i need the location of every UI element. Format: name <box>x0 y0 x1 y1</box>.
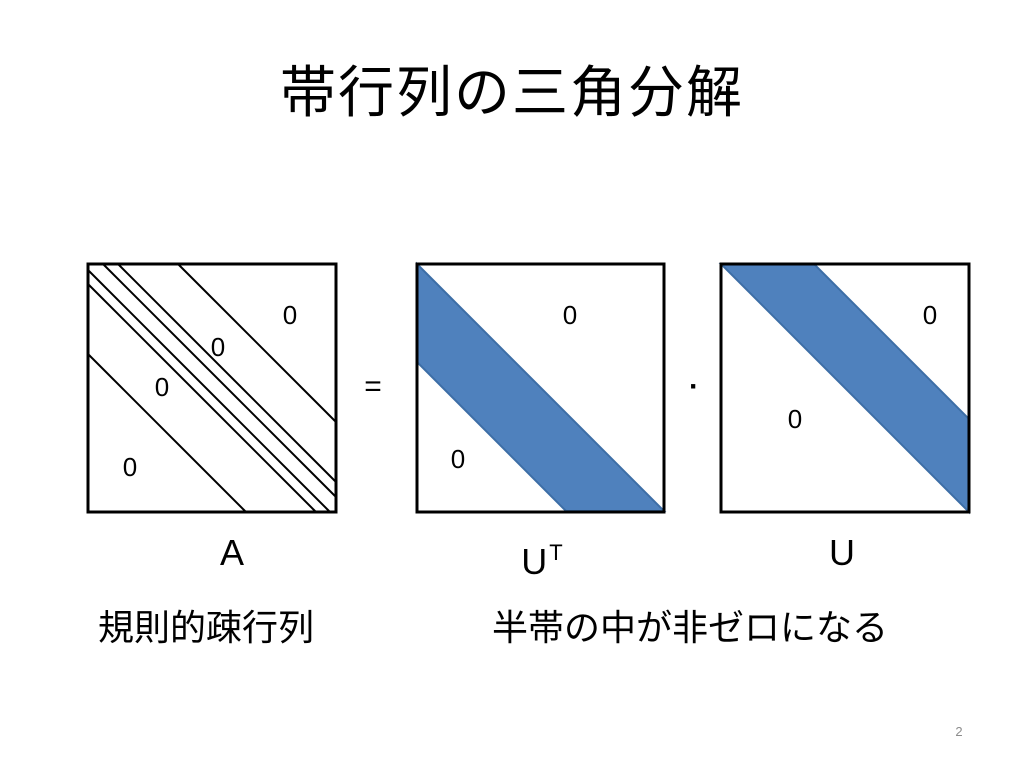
matrix-a-frame <box>86 262 338 514</box>
caption-left: 規則的疎行列 <box>98 608 315 649</box>
caption-right: 半帯の中が非ゼロになる <box>492 608 889 649</box>
matrix-a-diagonal-main <box>102 263 337 498</box>
matrix-ut-label: UT <box>482 530 602 585</box>
matrix-u-frame <box>719 262 971 514</box>
matrix-a-diagonal-lower-1 <box>87 269 331 513</box>
matrix-ut-frame <box>415 262 666 514</box>
matrix-u-zero-lower: 0 <box>788 404 802 434</box>
matrix-a-label: A <box>172 530 292 576</box>
matrix-u: 0 0 <box>718 262 971 515</box>
matrix-a-diagonal-lower-2 <box>87 283 317 513</box>
dot-operator: · <box>689 370 699 403</box>
matrix-a-zero-upper-near: 0 <box>211 332 225 362</box>
matrix-u-label-text: U <box>829 532 855 573</box>
matrix-a: 0 0 0 0 <box>86 262 338 514</box>
matrix-ut-label-superscript: T <box>549 540 563 565</box>
matrix-ut-zero-upper: 0 <box>563 300 577 330</box>
page-number: 2 <box>955 724 963 739</box>
matrix-ut: 0 0 <box>415 261 667 514</box>
matrix-a-zero-upper-far: 0 <box>283 300 297 330</box>
matrix-a-diagonal-lower-far <box>87 353 247 513</box>
matrix-a-zero-lower-near: 0 <box>155 372 169 402</box>
matrix-a-zero-lower-far: 0 <box>123 452 137 482</box>
matrix-u-zero-upper: 0 <box>923 300 937 330</box>
equals-sign: = <box>364 370 382 403</box>
matrix-a-diagonal-upper-1 <box>117 263 337 483</box>
matrix-ut-zero-lower: 0 <box>451 444 465 474</box>
slide-title: 帯行列の三角分解 <box>280 61 744 126</box>
matrix-a-diagonal-upper-far <box>177 263 337 423</box>
matrix-u-label: U <box>782 530 902 576</box>
matrix-ut-label-text: U <box>521 541 548 582</box>
matrix-a-label-text: A <box>219 532 244 573</box>
